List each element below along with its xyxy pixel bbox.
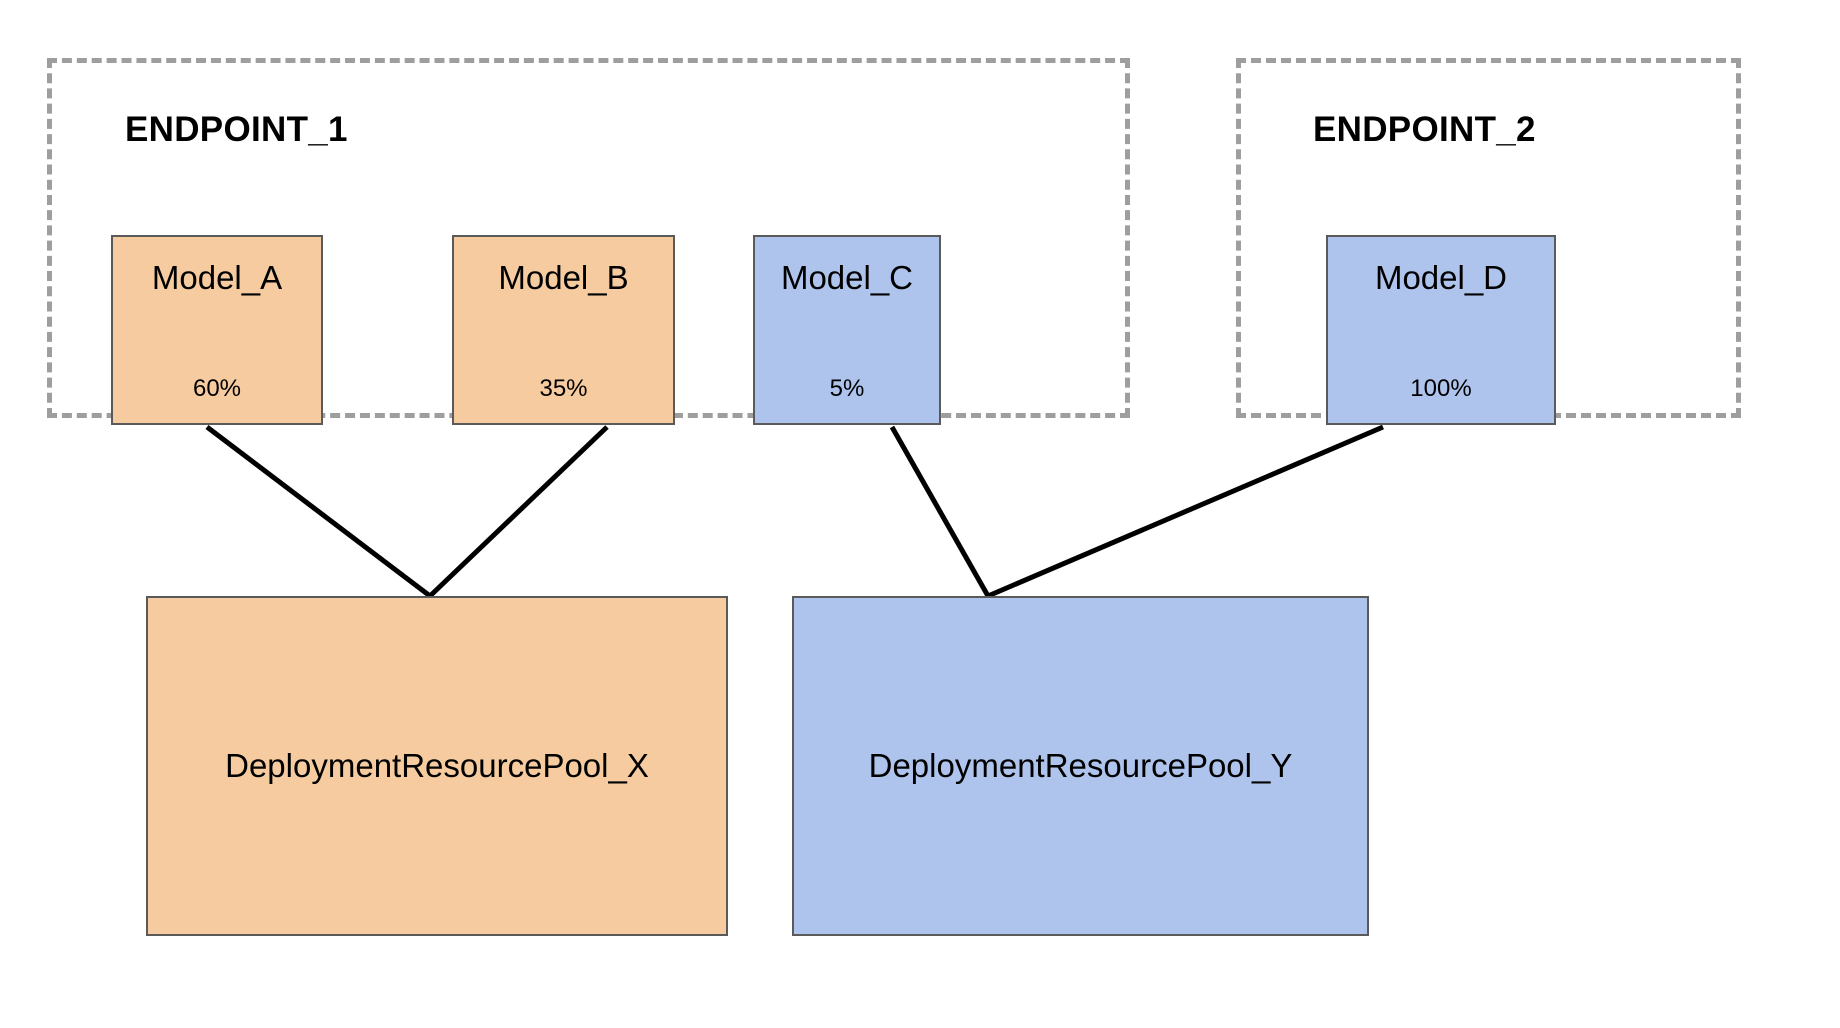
- model-d-traffic-split: 100%: [1410, 375, 1472, 402]
- endpoint-2-label: ENDPOINT_2: [1313, 110, 1536, 149]
- deployment-resource-pool-x[interactable]: DeploymentResourcePool_X: [146, 596, 728, 936]
- model-a-name: Model_A: [151, 259, 283, 296]
- model-d-name: Model_D: [1374, 259, 1508, 296]
- model-c-traffic-split: 5%: [829, 375, 865, 402]
- model-box-model-d[interactable]: Model_D 100%: [1326, 235, 1556, 425]
- connector-model-a-to-pool-x: [205, 425, 432, 598]
- model-box-model-c[interactable]: Model_C 5%: [753, 235, 941, 425]
- model-b-name: Model_B: [498, 259, 629, 296]
- model-box-model-b[interactable]: Model_B 35%: [452, 235, 675, 425]
- model-box-model-a[interactable]: Model_A 60%: [111, 235, 323, 425]
- endpoint-1-label: ENDPOINT_1: [125, 110, 348, 149]
- deployment-resource-pool-y[interactable]: DeploymentResourcePool_Y: [792, 596, 1369, 936]
- model-b-traffic-split: 35%: [539, 375, 588, 402]
- model-c-name: Model_C: [780, 259, 914, 296]
- connector-model-d-to-pool-y: [987, 424, 1384, 599]
- pool-y-name: DeploymentResourcePool_Y: [868, 747, 1293, 784]
- pool-x-name: DeploymentResourcePool_X: [225, 747, 649, 784]
- connector-model-c-to-pool-y: [889, 425, 991, 598]
- model-a-traffic-split: 60%: [192, 375, 242, 402]
- connector-model-b-to-pool-x: [428, 425, 609, 598]
